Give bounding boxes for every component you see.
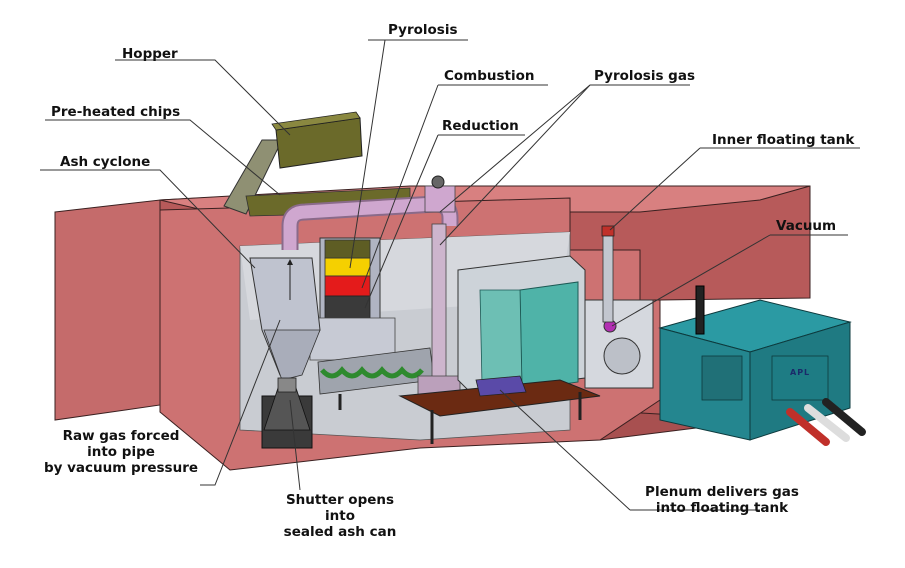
ash-cyclone-cone — [263, 329, 321, 381]
leader-reduction — [364, 134, 525, 309]
vacuum-riser — [602, 229, 614, 323]
leader-hopper — [115, 59, 291, 136]
floating-tank-side — [479, 289, 523, 391]
plenum-duct — [475, 375, 527, 397]
label-plenum-line2: into floating tank — [655, 500, 789, 516]
leader-shutter — [289, 399, 301, 491]
label-shutter-line2: into — [325, 508, 355, 524]
label-pyrolosis-gas: Pyrolosis gas — [594, 68, 695, 84]
leader-lines — [40, 39, 860, 511]
label-raw-gas-line2: into pipe — [87, 444, 155, 460]
gas-pipe-cap — [431, 175, 445, 189]
label-vacuum: Vacuum — [776, 218, 837, 234]
reduction-zone — [324, 295, 371, 319]
leader-raw-gas — [200, 319, 281, 486]
ash-can-neck — [277, 377, 297, 393]
label-pyrolosis: Pyrolosis — [388, 22, 458, 38]
generator-panel — [701, 355, 743, 401]
vacuum-fan — [603, 337, 641, 375]
label-plenum: Plenum delivers gas into floating tank — [632, 484, 812, 516]
label-plenum-line1: Plenum delivers gas — [645, 484, 799, 500]
label-raw-gas: Raw gas forced into pipe by vacuum press… — [36, 428, 206, 476]
floating-tank — [519, 281, 579, 391]
generator-badge-plate — [771, 355, 829, 401]
auger-flights — [320, 366, 424, 379]
label-shutter-line1: Shutter opens — [285, 492, 395, 508]
label-combustion: Combustion — [444, 68, 535, 84]
label-shutter: Shutter opens into sealed ash can — [270, 492, 410, 540]
container-left-wall — [54, 199, 161, 421]
leader-pyrolosis — [349, 39, 468, 269]
leader-plenum — [499, 389, 760, 511]
leader-inner-floating-tank — [609, 147, 860, 231]
label-raw-gas-line1: Raw gas forced — [62, 428, 180, 444]
label-shutter-line3: sealed ash can — [283, 524, 397, 540]
leader-vacuum — [611, 234, 848, 327]
cable-black — [822, 398, 866, 436]
label-ash-cyclone: Ash cyclone — [60, 154, 151, 170]
generator-exhaust — [695, 285, 705, 335]
vacuum-riser-cap — [601, 225, 615, 237]
reactor-top-chips — [324, 239, 371, 259]
leader-pyrolosis-gas-2 — [439, 84, 591, 246]
gas-pipe-tee — [424, 185, 456, 213]
label-reduction: Reduction — [442, 118, 519, 134]
leader-ash-cyclone — [40, 169, 256, 269]
label-hopper: Hopper — [122, 46, 178, 62]
leader-pyrolosis-gas — [439, 84, 690, 213]
label-inner-floating-tank: Inner floating tank — [712, 132, 855, 148]
pyrolosis-zone — [324, 257, 371, 277]
cable-white — [804, 404, 850, 442]
cable-red — [786, 408, 830, 446]
leader-combustion — [361, 84, 548, 289]
label-preheated-chips: Pre-heated chips — [51, 104, 181, 120]
label-raw-gas-line3: by vacuum pressure — [43, 460, 199, 476]
leader-preheated-chips — [45, 119, 281, 196]
generator-badge: APL — [790, 368, 811, 377]
hopper-bin-top — [271, 111, 361, 131]
